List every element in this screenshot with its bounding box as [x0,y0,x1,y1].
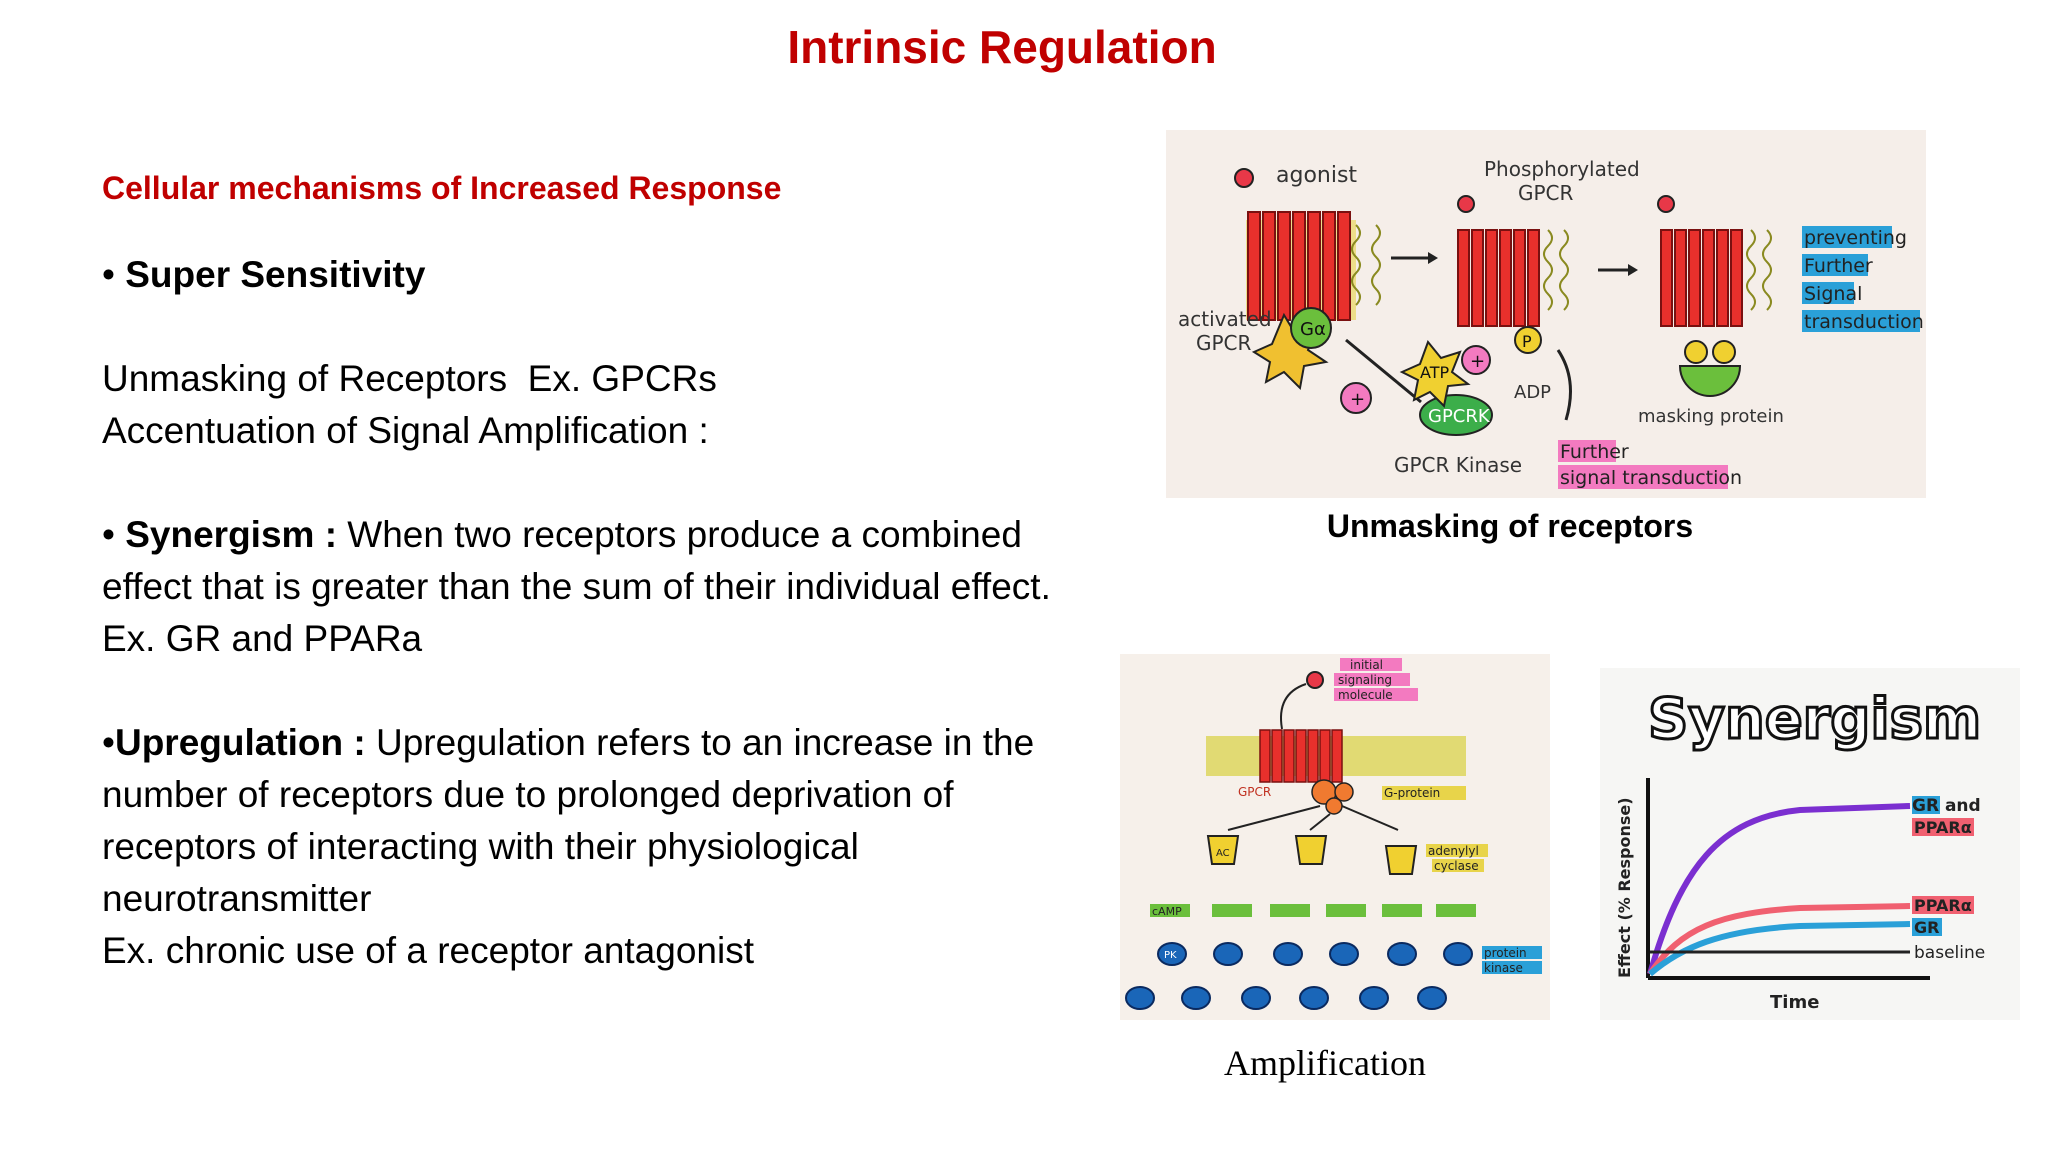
synergism-title: Synergism [1648,687,1981,752]
arrow [1345,338,1422,404]
svg-text:+: + [1350,389,1365,410]
bullet-label: Super Sensitivity [125,254,426,295]
label-cyclase: cyclase [1434,859,1479,873]
gr-curve [1648,921,1911,977]
label-signal-transduction: signal transduction [1560,467,1742,489]
bullet-text: When two receptors produce a combined ef… [102,514,1051,607]
unmasking-caption: Unmasking of receptors [1326,508,1694,544]
gpcr-receptor-3 [1660,229,1772,327]
x-axis-label: Time [1770,992,1819,1013]
bullet-synergism: • Synergism : When two receptors produce… [102,514,1051,607]
protein-kinase-molecules [1125,942,1473,1010]
svg-text:+: + [1470,351,1485,372]
text-column: Cellular mechanisms of Increased Respons… [102,170,1062,977]
legend-gr: GR [1914,918,1939,937]
legend-ppar-alpha-2: PPARα [1914,896,1972,915]
bullet-upregulation: •Upregulation : Upregulation refers to a… [102,722,1035,919]
label-gpcr-kinase: GPCR Kinase [1394,453,1522,477]
label-p: P [1522,332,1532,351]
label-signaling: signaling [1338,673,1392,687]
label-galpha: Gα [1300,319,1326,340]
bullet-label: Upregulation : [114,722,366,763]
unmasking-line: Unmasking of Receptors Ex. GPCRs [102,358,717,399]
label-ac: AC [1216,848,1230,859]
slide-title: Intrinsic Regulation [787,21,1217,73]
label-molecule: molecule [1338,688,1393,702]
y-axis-label: Effect (% Response) [1615,797,1634,978]
label-agonist: agonist [1276,163,1357,188]
legend-ppar-alpha: PPARα [1914,818,1972,837]
label-kinase: kinase [1484,961,1523,975]
unmasking-figure: agonist activated GPCR Gα + GPCRK GPCR K… [1166,130,1926,498]
section-subheading: Cellular mechanisms of Increased Respons… [102,170,782,206]
accentuation-line: Accentuation of Signal Amplification : [102,410,709,451]
label-phosphorylated: Phosphorylated [1484,157,1640,181]
label-masking-protein: masking protein [1638,406,1784,427]
label-transduction: transduction [1804,311,1924,333]
gpcr-receptor-1 [1246,211,1381,321]
amplification-caption: Amplification [1224,1043,1426,1083]
label-initial: initial [1350,658,1383,672]
synergism-figure: Synergism Effect (% Response) Time GR an… [1600,668,2020,1020]
bullet-text: Upregulation refers to an increase in th… [102,722,1035,919]
legend-baseline: baseline [1914,943,1985,963]
masking-protein [1678,365,1742,397]
synergism-example: Ex. GR and PPARa [102,618,423,659]
bullet-label: Synergism : [125,514,338,555]
label-atp: ATP [1420,363,1449,382]
adenylyl-cyclase [1206,835,1418,875]
atp-burst [1399,339,1471,409]
gpcr-receptor-2 [1457,229,1569,327]
label-gpcr: GPCR [1238,785,1271,799]
label-further: Further [1560,441,1629,463]
plus-circle [1340,382,1372,414]
label-preventing: preventing [1804,227,1907,249]
g-alpha-subunit [1290,307,1332,349]
amplification-figure: initial signaling molecule GPCR G-protei… [1120,654,1550,1020]
ppar-curve [1647,903,1911,976]
label-gpcr-left: GPCR [1196,331,1252,355]
phosphate [1514,326,1542,354]
combined-curve [1647,803,1911,975]
label-protein: protein [1484,946,1527,960]
label-camp: cAMP [1152,905,1182,918]
label-adp: ADP [1514,382,1551,403]
gpcr-kinase [1419,394,1493,436]
agonist-molecule [1234,168,1254,188]
upregulation-example: Ex. chronic use of a receptor antagonist [102,930,754,971]
gpcr-receptor [1259,729,1343,783]
label-pk: PK [1164,950,1177,961]
label-g-protein: G-protein [1384,786,1440,800]
bullet-super-sensitivity: • Super Sensitivity [102,254,426,295]
label-adenylyl: adenylyl [1428,844,1479,858]
label-gpcrk: GPCRK [1428,406,1491,427]
label-gpcr-top: GPCR [1518,181,1574,205]
label-signal: Signal [1804,283,1862,305]
label-activated: activated [1178,307,1272,331]
legend-gr-and: GR and [1912,796,1981,816]
label-further-2: Further [1804,255,1873,277]
